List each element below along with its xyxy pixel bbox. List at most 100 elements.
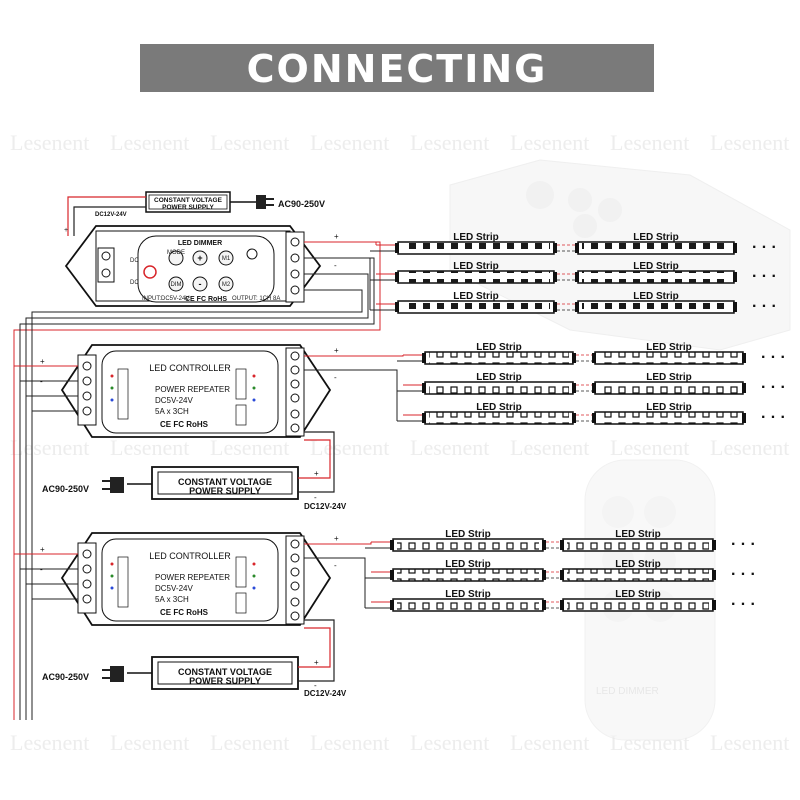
watermark-text: Lesenent (110, 130, 189, 155)
dimmer-dc-plus: DC+ (130, 258, 143, 264)
led-strip: LED Strip (390, 529, 546, 552)
repeater1-line2: DC5V-24V (155, 396, 193, 405)
continuation-dots: · · · (761, 379, 786, 396)
feed-wire-channel (304, 369, 398, 421)
repeater1-title: LED CONTROLLER (149, 363, 231, 373)
psu2-line2: POWER SUPPLY (189, 676, 261, 686)
plug-icon (110, 477, 124, 493)
watermark-text: Lesenent (610, 435, 689, 460)
led-strip-label: LED Strip (453, 232, 499, 243)
repeater-unit-1: LED CONTROLLER POWER REPEATER DC5V-24V 5… (60, 344, 332, 438)
led-strip: LED Strip (422, 402, 576, 425)
psu-plus-mark: + (64, 227, 68, 234)
watermark-text: Lesenent (210, 730, 289, 755)
watermark-text: Lesenent (10, 730, 89, 755)
led-strip: LED Strip (592, 372, 746, 395)
dimmer-btn-dim: DIM (171, 282, 182, 288)
ac-label: AC90-250V (278, 199, 325, 209)
led-strip-label: LED Strip (476, 342, 522, 353)
repeater2-line2: DC5V-24V (155, 584, 193, 593)
psu-line1: CONSTANT VOLTAGE (154, 197, 223, 204)
continuation-dots: · · · (731, 566, 756, 583)
led-strip-label: LED Strip (633, 291, 679, 302)
psu1-dc-label: DC12V-24V (304, 502, 347, 511)
led-strip: LED Strip (575, 261, 737, 284)
led-strip-label: LED Strip (646, 372, 692, 383)
watermark-text: Lesenent (110, 730, 189, 755)
continuation-dots: · · · (761, 409, 786, 426)
repeater2-certs: CE FC RoHS (160, 608, 209, 617)
continuation-dots: · · · (761, 349, 786, 366)
led-dimmer-unit: DC+ DC- LED DIMMER MODE + M1 DIM - M2 CE… (64, 225, 322, 307)
plug-icon (256, 195, 266, 209)
watermark-text: Lesenent (310, 435, 389, 460)
dimmer-btn-plus: + (197, 253, 202, 263)
plug-icon (110, 666, 124, 682)
watermark-text: Lesenent (210, 130, 289, 155)
watermark-text: Lesenent (210, 435, 289, 460)
repeater1-certs: CE FC RoHS (160, 420, 209, 429)
feed-wire-positive (304, 542, 372, 545)
feed-minus-mark: - (334, 373, 337, 382)
repeater1-line3: 5A x 3CH (155, 407, 189, 416)
watermark-text: Lesenent (10, 435, 89, 460)
led-strip-label: LED Strip (445, 559, 491, 570)
repeater2-line3: 5A x 3CH (155, 595, 189, 604)
dimmer-dc-minus: DC- (130, 280, 141, 286)
dc-label: DC12V-24V (95, 212, 127, 218)
watermark-text: Lesenent (410, 730, 489, 755)
psu1-ac-label: AC90-250V (42, 484, 89, 494)
led-strip-label: LED Strip (615, 559, 661, 570)
dimmer-certs: CE FC RoHS (185, 296, 227, 303)
repeater1-line1: POWER REPEATER (155, 385, 230, 394)
led-strip: LED Strip (560, 529, 716, 552)
led-strip: LED Strip (592, 342, 746, 365)
led-strip-label: LED Strip (453, 261, 499, 272)
rep1-in-minus: - (40, 377, 43, 386)
repeater2-title: LED CONTROLLER (149, 551, 231, 561)
psu2-line1: CONSTANT VOLTAGE (178, 667, 272, 677)
power-icon (143, 265, 157, 279)
continuation-dots: · · · (731, 596, 756, 613)
dimmer-power-supply: CONSTANT VOLTAGE POWER SUPPLY AC90-250V … (64, 191, 325, 236)
led-strip-label: LED Strip (646, 342, 692, 353)
watermark-text: Lesenent (510, 130, 589, 155)
watermark-text: Lesenent (610, 130, 689, 155)
psu1-line1: CONSTANT VOLTAGE (178, 477, 272, 487)
repeater2-line1: POWER REPEATER (155, 573, 230, 582)
feed-wire-channel (304, 557, 366, 608)
feed-wire-positive (304, 241, 377, 245)
repeater-power-supply-1: CONSTANT VOLTAGE POWER SUPPLY AC90-250V … (42, 431, 347, 511)
repeater-unit-2: LED CONTROLLER POWER REPEATER DC5V-24V 5… (60, 532, 332, 626)
psu1-minus: - (314, 493, 317, 502)
led-strip-label: LED Strip (633, 232, 679, 243)
dimmer-input-label: INPUT:DC5V-24V (142, 296, 189, 302)
led-strip-label: LED Strip (445, 529, 491, 540)
feed-plus-mark: + (334, 534, 339, 543)
repeater-power-supply-2: CONSTANT VOLTAGE POWER SUPPLY AC90-250V … (42, 619, 347, 698)
led-strip: LED Strip (395, 232, 557, 255)
led-strip: LED Strip (395, 291, 557, 314)
continuation-dots: · · · (731, 536, 756, 553)
continuation-dots: · · · (752, 298, 777, 315)
dimmer-btn-minus: - (199, 279, 202, 289)
feed-wire-positive (304, 355, 404, 357)
led-strip: LED Strip (390, 559, 546, 582)
led-strip: LED Strip (560, 589, 716, 612)
watermark-text: Lesenent (310, 130, 389, 155)
psu1-line2: POWER SUPPLY (189, 486, 261, 496)
rep2-in-plus: + (40, 545, 45, 554)
title-banner: CONNECTING DIAGRAM (140, 44, 654, 141)
feed-minus-mark: - (334, 561, 337, 570)
led-strip-label: LED Strip (453, 291, 499, 302)
watermark-text: Lesenent (310, 730, 389, 755)
feed-wire-channel (304, 257, 371, 310)
page-title: CONNECTING DIAGRAM (246, 47, 548, 141)
watermark-text: Lesenent (510, 435, 589, 460)
dimmer-btn-m2: M2 (222, 282, 231, 288)
feed-minus-mark: - (334, 261, 337, 270)
watermark-text: Lesenent (710, 130, 789, 155)
continuation-dots: · · · (752, 239, 777, 256)
